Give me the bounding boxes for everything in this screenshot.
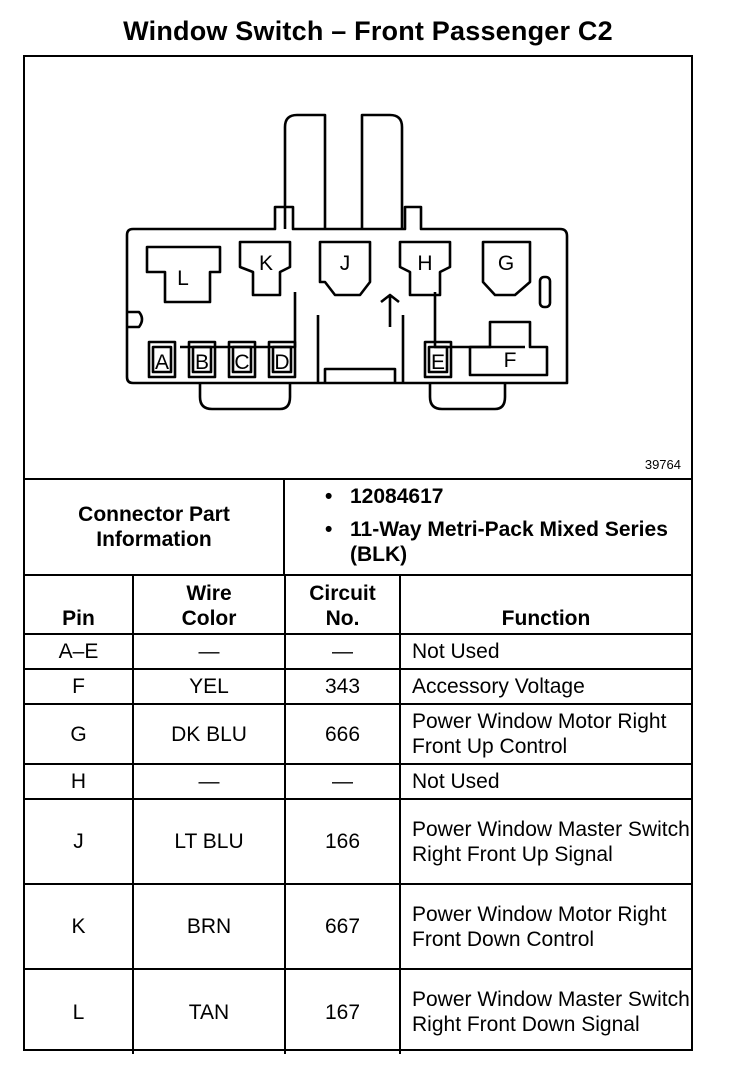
table-row: H — — Not Used <box>25 763 691 800</box>
cell-function: Power Window Motor Right Front Down Cont… <box>399 883 691 970</box>
table-row: F YEL 343 Accessory Voltage <box>25 668 691 705</box>
cell-function: Not Used <box>399 763 691 800</box>
connector-info-label: Connector Part Information <box>25 480 285 574</box>
connector-info-section: Connector Part Information • 12084617 • … <box>25 480 691 576</box>
cell-pin: K <box>25 883 134 970</box>
pin-label-L: L <box>177 267 189 290</box>
table-row: A–E — — Not Used <box>25 633 691 670</box>
header-function: Function <box>399 574 691 635</box>
cell-pin: F <box>25 668 134 705</box>
cell-wire-color: DK BLU <box>132 703 286 765</box>
cell-circuit: 166 <box>284 798 401 885</box>
pin-label-C: C <box>234 351 249 374</box>
cell-wire-color: — <box>132 763 286 800</box>
bullet-icon: • <box>325 485 333 508</box>
cell-function: Power Window Master Switch Right Front U… <box>399 798 691 885</box>
connector-info-label-line1: Connector Part <box>78 503 230 526</box>
cell-function: Power Window Motor Right Front Up Contro… <box>399 703 691 765</box>
cell-circuit: 666 <box>284 703 401 765</box>
table-row: J LT BLU 166 Power Window Master Switch … <box>25 798 691 885</box>
table-row: K BRN 667 Power Window Motor Right Front… <box>25 883 691 970</box>
cell-wire-color: LT BLU <box>132 798 286 885</box>
cell-circuit: — <box>284 763 401 800</box>
pin-label-H: H <box>417 252 432 275</box>
connector-info-values: • 12084617 • 11-Way Metri-Pack Mixed Ser… <box>285 480 691 574</box>
cell-function: Not Used <box>399 633 691 670</box>
figure-number: 39764 <box>644 457 681 472</box>
cell-circuit: 167 <box>284 968 401 1054</box>
connector-description: 11-Way Metri-Pack Mixed Series (BLK) <box>350 518 668 566</box>
cell-circuit: 667 <box>284 883 401 970</box>
pin-label-A: A <box>155 351 169 374</box>
table-row: G DK BLU 666 Power Window Motor Right Fr… <box>25 703 691 765</box>
part-number: 12084617 <box>350 485 444 508</box>
cell-wire-color: BRN <box>132 883 286 970</box>
cell-pin: J <box>25 798 134 885</box>
pin-label-G: G <box>498 252 514 275</box>
connector-face-drawing: L K J H G A B C D E F <box>125 113 569 411</box>
cell-function: Accessory Voltage <box>399 668 691 705</box>
cell-pin: G <box>25 703 134 765</box>
header-pin: Pin <box>25 574 134 635</box>
pin-label-J: J <box>340 252 351 275</box>
cell-function: Power Window Master Switch Right Front D… <box>399 968 691 1054</box>
table-row: L TAN 167 Power Window Master Switch Rig… <box>25 968 691 1054</box>
pin-label-B: B <box>195 351 209 374</box>
pin-label-D: D <box>274 351 289 374</box>
cell-wire-color: TAN <box>132 968 286 1054</box>
cell-pin: A–E <box>25 633 134 670</box>
cell-circuit: 343 <box>284 668 401 705</box>
cell-circuit: — <box>284 633 401 670</box>
pin-label-F: F <box>504 349 517 372</box>
connector-info-label-line2: Information <box>96 528 212 551</box>
connector-sheet: L K J H G A B C D E F 39764 Connector Pa… <box>23 55 693 1054</box>
page-title: Window Switch – Front Passenger C2 <box>123 16 613 46</box>
cell-pin: L <box>25 968 134 1054</box>
connector-diagram: L K J H G A B C D E F 39764 <box>25 57 691 480</box>
cell-wire-color: — <box>132 633 286 670</box>
cell-pin: H <box>25 763 134 800</box>
bullet-icon: • <box>325 518 333 541</box>
cell-wire-color: YEL <box>132 668 286 705</box>
pin-label-K: K <box>259 252 273 275</box>
pin-label-E: E <box>431 351 445 374</box>
